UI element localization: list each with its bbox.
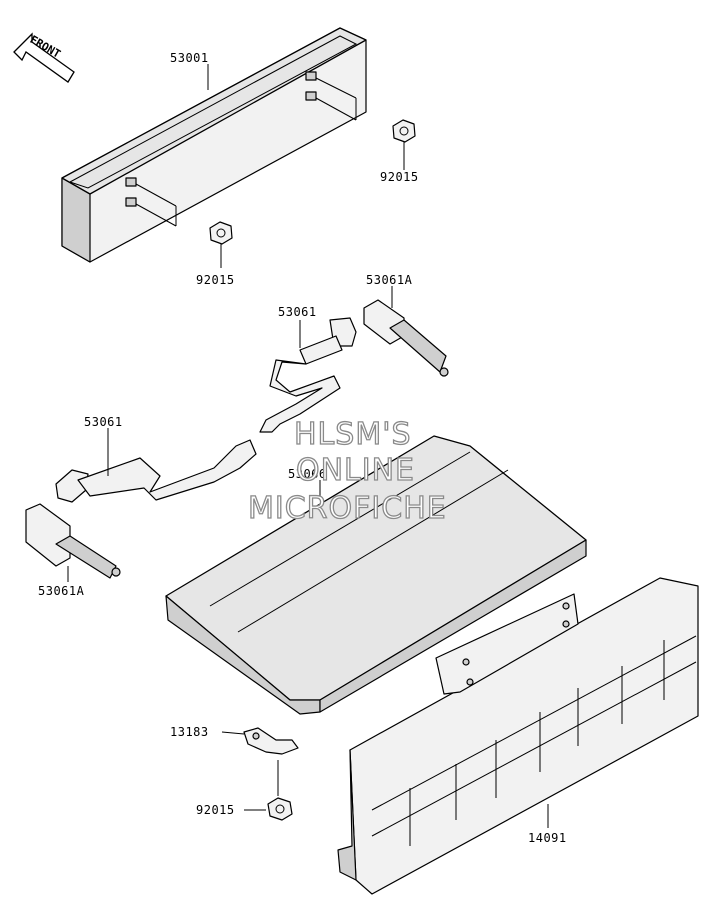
harness-lower bbox=[25, 503, 121, 582]
front-arrow-icon: FRONT bbox=[13, 32, 75, 83]
label-guard: 14091 bbox=[528, 831, 567, 845]
watermark: HLSM'S ONLINE MICROFICHE bbox=[247, 416, 447, 526]
label-nut-upper-right: 92015 bbox=[380, 170, 419, 184]
stud bbox=[305, 71, 317, 81]
tail-lamp bbox=[61, 27, 367, 263]
stud bbox=[305, 91, 317, 101]
label-bracket: 13183 bbox=[170, 725, 209, 739]
label-harness-upper: 53061A bbox=[366, 273, 413, 287]
watermark-line1: HLSM'S bbox=[294, 417, 412, 452]
label-strap-left: 53061 bbox=[84, 415, 123, 429]
strap-left bbox=[55, 428, 257, 503]
nut-upper-right bbox=[392, 119, 416, 170]
label-seat: 53066 bbox=[288, 467, 327, 481]
nut-bracket bbox=[244, 797, 293, 821]
label-tail-lamp: 53001 bbox=[170, 51, 209, 65]
stud bbox=[125, 177, 137, 187]
watermark-line2: ONLINE bbox=[296, 453, 415, 488]
label-nut-lower-left: 92015 bbox=[196, 273, 235, 287]
label-harness-lower: 53061A bbox=[38, 584, 85, 598]
watermark-line3: MICROFICHE bbox=[248, 491, 447, 526]
bracket bbox=[221, 727, 299, 796]
nut-lower-left bbox=[209, 221, 233, 268]
seat bbox=[165, 435, 587, 715]
label-strap-upper: 53061 bbox=[278, 305, 317, 319]
stud bbox=[125, 197, 137, 207]
label-nut-bracket: 92015 bbox=[196, 803, 235, 817]
guard bbox=[337, 577, 699, 895]
strap-upper bbox=[259, 317, 357, 433]
harness-upper bbox=[363, 286, 449, 377]
